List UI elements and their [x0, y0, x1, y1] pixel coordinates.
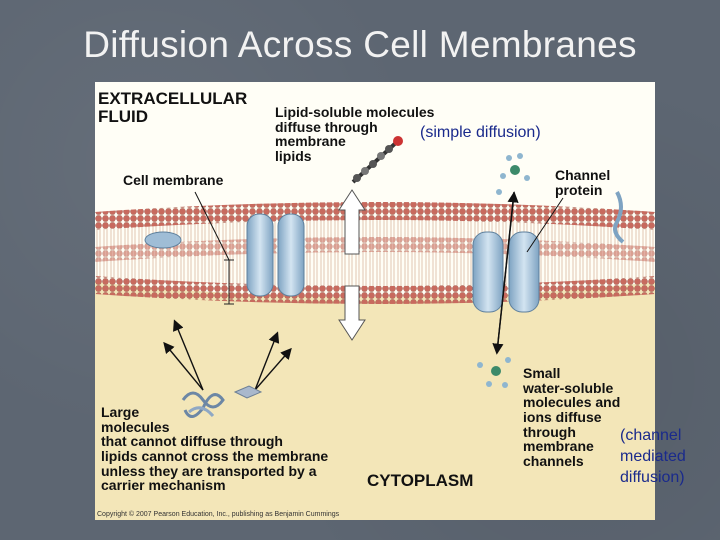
cytoplasm-label: CYTOPLASM [367, 471, 474, 490]
large-molecules [181, 385, 263, 418]
small-molecules-label: Small water-soluble molecules and ions d… [523, 365, 621, 470]
small-molecules-top [496, 153, 530, 195]
membrane-protein [144, 231, 182, 249]
channel-arrow-up [496, 191, 519, 353]
slide-title: Diffusion Across Cell Membranes [83, 24, 637, 65]
channel-protein-left [246, 213, 305, 297]
large-molecule-arrow-right [254, 331, 280, 391]
channel-mediated-note: (channel mediated diffusion) [620, 427, 686, 486]
large-molecules-label: Large molecules that cannot diffuse thro… [101, 404, 329, 494]
simple-diffusion-note: (simple diffusion) [420, 124, 541, 141]
channel-protein-right [472, 231, 540, 313]
small-molecules-bottom [477, 357, 511, 388]
diffusion-figure: EXTRACELLULAR FLUID Lipid-soluble molecu… [95, 82, 655, 520]
large-molecule-arrow-right-2 [254, 347, 292, 391]
lipid-bilayer [95, 202, 655, 304]
large-molecule-arrow-left [173, 319, 204, 391]
extracellular-molecule [613, 191, 625, 244]
membrane-diagram [95, 136, 655, 520]
lipid-soluble-label: Lipid-soluble molecules diffuse through … [275, 104, 435, 165]
cytoplasm-region [95, 282, 655, 520]
extracellular-label: EXTRACELLULAR FLUID [98, 89, 248, 126]
large-molecule-arrow-left-2 [163, 341, 204, 391]
simple-diffusion-arrow [338, 189, 366, 341]
lipid-soluble-molecule [351, 136, 403, 184]
cell-membrane-label: Cell membrane [123, 172, 224, 188]
membrane-pointer [194, 191, 230, 261]
copyright-text: Copyright © 2007 Pearson Education, Inc.… [97, 511, 340, 518]
channel-protein-label: Channel protein [555, 167, 611, 198]
channel-pointer [526, 197, 564, 253]
